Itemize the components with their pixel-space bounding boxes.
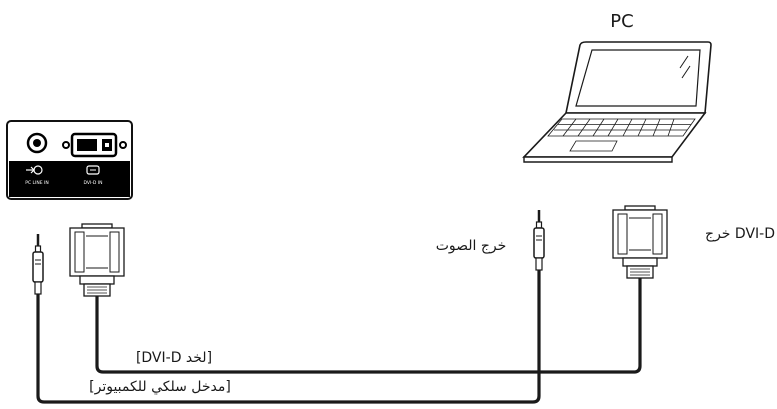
dvi-in-icon	[86, 165, 100, 175]
audio-plug-input	[31, 232, 45, 296]
audio-plug-output	[532, 208, 546, 272]
audio-cable	[36, 269, 541, 404]
panel-dvi-port-label: DVI-D IN	[83, 180, 102, 186]
panel-audio-port-label: PC LINE IN	[25, 180, 48, 186]
dvi-plug-output	[612, 205, 668, 279]
dvi-plug-input	[69, 223, 125, 297]
audio-output-label: خرج الصوت	[436, 238, 507, 254]
line-in-icon	[26, 165, 43, 175]
audio-input-label: [مدخل سلكي للكمبيوتر]	[89, 379, 231, 395]
pc-label: PC	[610, 11, 633, 32]
dvi-cable	[95, 276, 642, 374]
dvi-input-label: [DVI-D لخد]	[136, 350, 212, 366]
display-input-panel: PC LINE IN DVI-D IN	[6, 120, 133, 200]
laptop-icon: PC	[522, 11, 712, 163]
dvi-output-label: خرج DVI-D	[705, 226, 775, 242]
